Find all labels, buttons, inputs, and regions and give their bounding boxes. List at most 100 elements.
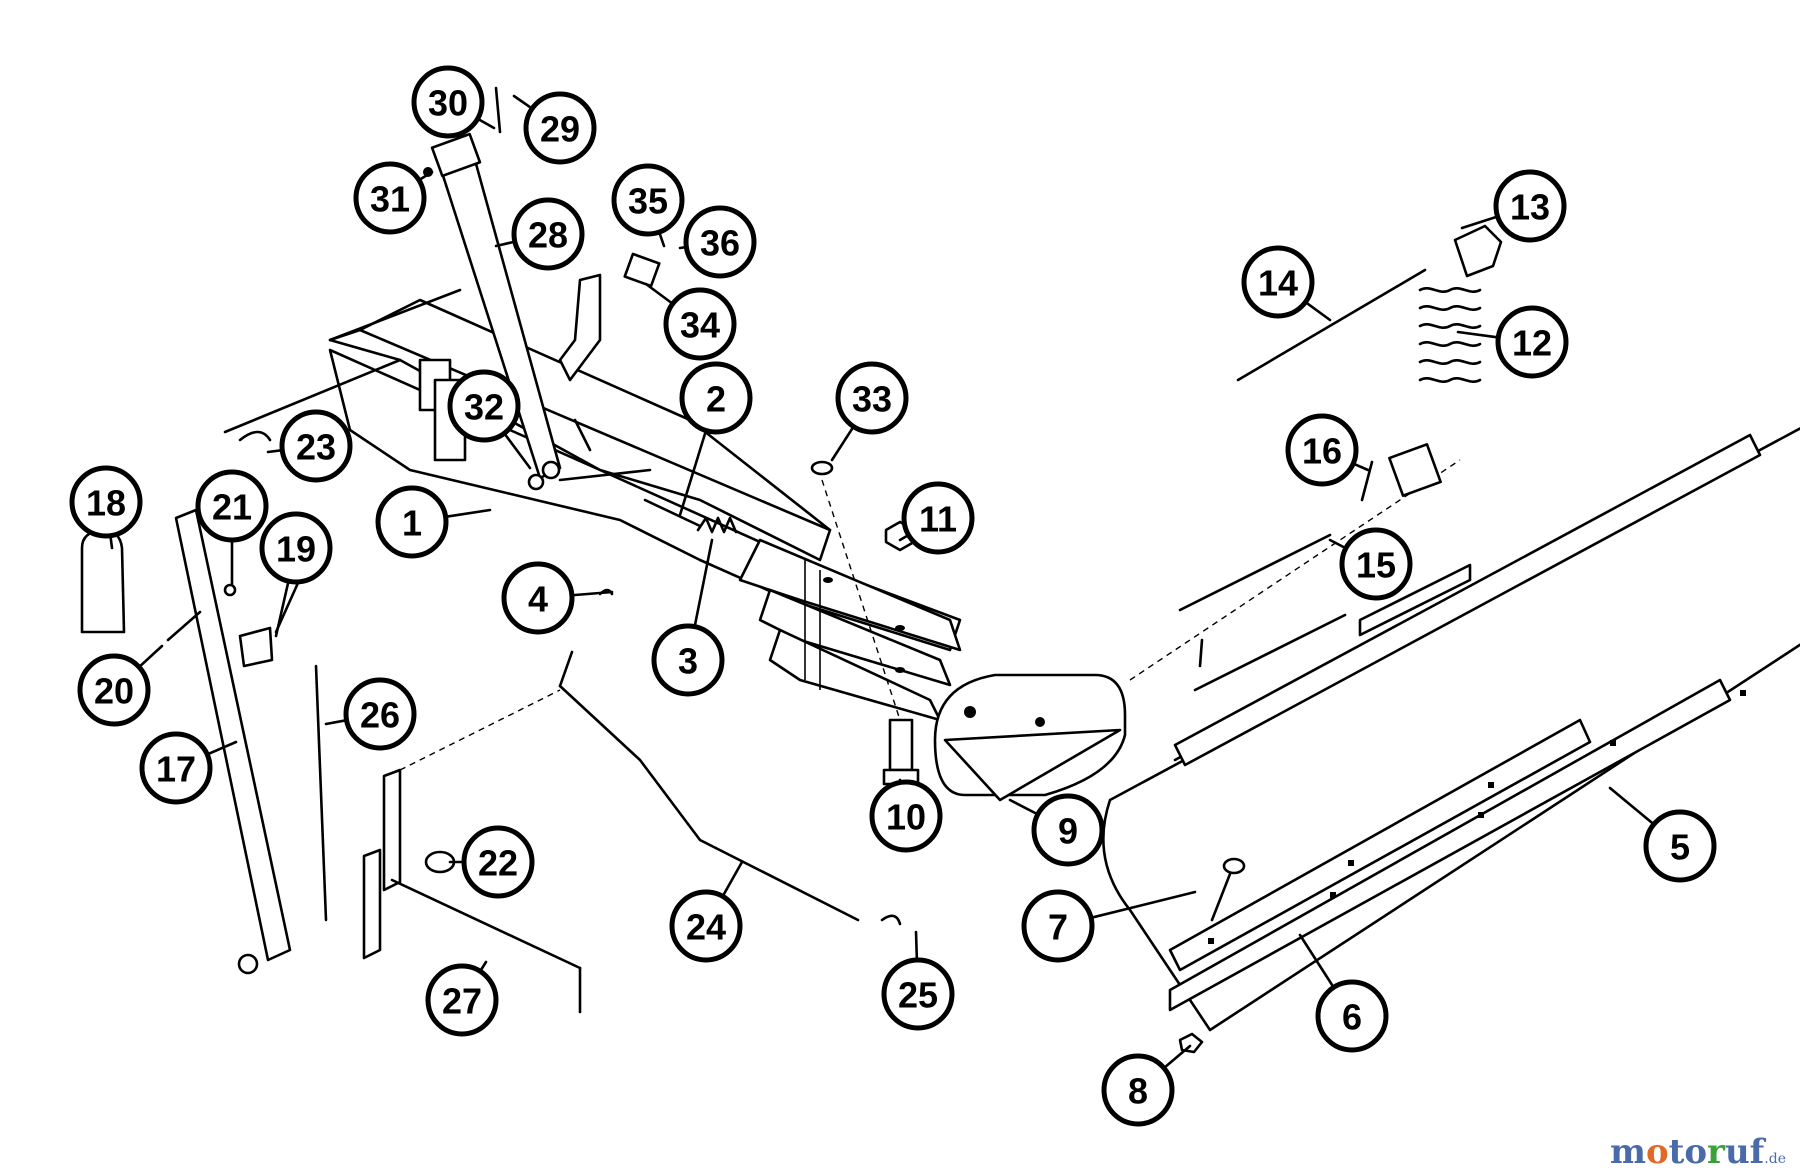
callout-circle-33 <box>835 361 909 435</box>
callout-number-17: 17 <box>156 749 196 790</box>
callout-circle-9 <box>1031 793 1105 867</box>
callout-20: 20 <box>77 644 164 727</box>
leader-line-12 <box>1456 330 1500 339</box>
callout-circle-32 <box>447 369 521 443</box>
callout-number-16: 16 <box>1302 431 1342 472</box>
callout-layer: 1234567891011121314151617181920212223242… <box>69 65 1717 1127</box>
leader-line-34 <box>644 282 674 306</box>
callout-circle-7 <box>1021 889 1095 963</box>
callout-circle-25 <box>881 957 955 1031</box>
callout-circle-14 <box>1241 245 1315 319</box>
callout-number-5: 5 <box>1670 827 1690 868</box>
leader-line-8 <box>1162 1044 1192 1070</box>
callout-number-29: 29 <box>540 109 580 150</box>
leader-line-16 <box>1351 462 1370 472</box>
callout-number-14: 14 <box>1258 263 1298 304</box>
leader-line-1 <box>444 508 492 519</box>
callout-number-27: 27 <box>442 981 482 1022</box>
callout-29: 29 <box>512 91 597 165</box>
leader-line-26 <box>324 718 348 726</box>
callout-30: 30 <box>411 65 496 139</box>
callout-28: 28 <box>494 197 585 271</box>
lift-rod <box>238 430 902 926</box>
callout-4: 4 <box>501 561 614 635</box>
callout-32: 32 <box>447 369 532 470</box>
callout-number-22: 22 <box>478 843 518 884</box>
callout-circle-22 <box>461 825 535 899</box>
leader-line-4 <box>570 590 614 597</box>
center-rods <box>1129 268 1461 692</box>
watermark-logo: motoruf.de <box>1610 1132 1786 1172</box>
leader-line-30 <box>476 117 496 130</box>
leader-line-24 <box>721 860 744 898</box>
callout-12: 12 <box>1456 305 1569 379</box>
callout-number-15: 15 <box>1356 545 1396 586</box>
callout-number-32: 32 <box>464 387 504 428</box>
callout-circle-1 <box>375 485 449 559</box>
callout-circle-4 <box>501 561 575 635</box>
callout-8: 8 <box>1101 1044 1192 1127</box>
callout-26: 26 <box>324 677 417 751</box>
callout-circle-31 <box>353 161 427 235</box>
leader-line-20 <box>137 644 164 669</box>
callout-circle-26 <box>343 677 417 751</box>
callout-circle-8 <box>1101 1053 1175 1127</box>
callout-number-24: 24 <box>686 907 726 948</box>
pivot-plate <box>933 673 1127 802</box>
callout-17: 17 <box>139 731 238 805</box>
callout-16: 16 <box>1285 413 1370 487</box>
callout-circle-19 <box>259 511 333 585</box>
lower-bracket <box>362 689 582 1014</box>
callout-34: 34 <box>644 282 737 361</box>
callout-circle-6 <box>1315 979 1389 1053</box>
leader-line-3 <box>693 538 714 628</box>
callout-number-36: 36 <box>700 223 740 264</box>
callout-circle-21 <box>195 469 269 543</box>
leader-line-7 <box>1089 890 1197 920</box>
callout-number-18: 18 <box>86 483 126 524</box>
watermark-tld: .de <box>1764 1151 1786 1167</box>
callout-25: 25 <box>881 930 955 1031</box>
callout-number-35: 35 <box>628 181 668 222</box>
callout-number-26: 26 <box>360 695 400 736</box>
callout-circle-20 <box>77 653 151 727</box>
callout-7: 7 <box>1021 889 1197 963</box>
callout-circle-3 <box>651 623 725 697</box>
leader-line-2 <box>678 429 708 517</box>
callout-2: 2 <box>678 361 753 517</box>
callout-number-7: 7 <box>1048 907 1068 948</box>
leader-line-17 <box>205 740 238 756</box>
plow-blade <box>1102 426 1800 1032</box>
callout-number-1: 1 <box>402 503 422 544</box>
leader-line-19 <box>274 579 290 638</box>
callout-circle-27 <box>425 963 499 1037</box>
callout-1: 1 <box>375 485 492 559</box>
callout-number-4: 4 <box>528 579 548 620</box>
callout-circle-29 <box>523 91 597 165</box>
leader-line-6 <box>1298 933 1335 989</box>
callout-9: 9 <box>1008 793 1105 867</box>
leader-line-29 <box>512 94 534 110</box>
callout-36: 36 <box>678 205 757 279</box>
watermark-r: r <box>1707 1132 1725 1172</box>
callout-circle-23 <box>279 409 353 483</box>
callout-11: 11 <box>898 481 975 555</box>
leader-line-14 <box>1304 300 1332 322</box>
callout-circle-36 <box>683 205 757 279</box>
leader-line-5 <box>1608 786 1656 826</box>
callout-35: 35 <box>611 163 685 248</box>
watermark-m: m <box>1609 1132 1646 1172</box>
carriage-bolt <box>1178 857 1246 1054</box>
callout-22: 22 <box>448 825 535 899</box>
callout-6: 6 <box>1298 933 1389 1053</box>
callout-number-13: 13 <box>1510 187 1550 228</box>
leader-line-25 <box>914 930 919 962</box>
callout-number-28: 28 <box>528 215 568 256</box>
callout-number-20: 20 <box>94 671 134 712</box>
callout-circle-30 <box>411 65 485 139</box>
leader-line-13 <box>1460 215 1499 230</box>
callout-circle-12 <box>1495 305 1569 379</box>
callout-number-25: 25 <box>898 975 938 1016</box>
leader-line-9 <box>1008 798 1040 816</box>
